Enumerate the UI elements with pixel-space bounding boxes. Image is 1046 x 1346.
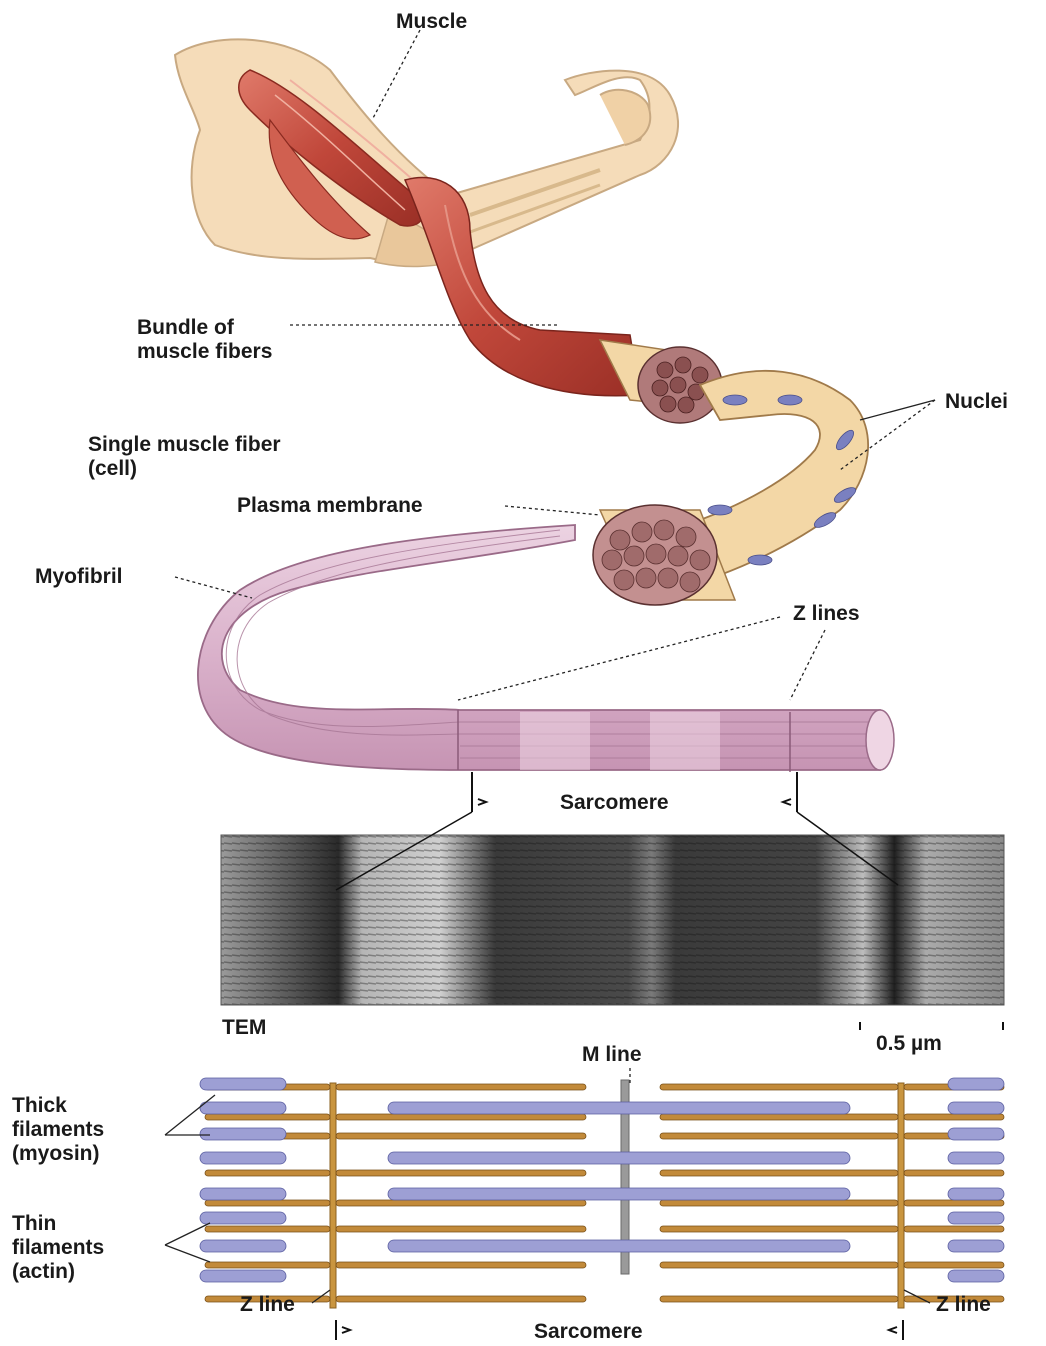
thin-filament	[205, 1262, 330, 1268]
label-sarcomere-bottom: Sarcomere	[534, 1320, 643, 1344]
label-single-fiber-line2: (cell)	[88, 457, 137, 481]
thin-filament	[660, 1114, 898, 1120]
thin-filament	[904, 1170, 1004, 1176]
label-plasma-membrane: Plasma membrane	[237, 494, 423, 518]
thick-filaments	[200, 1078, 1004, 1282]
tem-micrograph	[221, 835, 1004, 1005]
label-thick-line1: Thick	[12, 1094, 67, 1118]
thin-filament	[205, 1170, 330, 1176]
label-z-line-right: Z line	[936, 1293, 991, 1317]
thick-filament	[388, 1240, 850, 1252]
label-myofibril: Myofibril	[35, 565, 123, 589]
label-scale-bar: 0.5 µm	[876, 1032, 942, 1056]
thick-filament	[948, 1078, 1004, 1090]
thin-filament	[336, 1296, 586, 1302]
label-thick-line3: (myosin)	[12, 1142, 100, 1166]
thin-filament	[660, 1200, 898, 1206]
label-tem: TEM	[222, 1016, 266, 1040]
thick-filament	[200, 1188, 286, 1200]
label-single-fiber-line1: Single muscle fiber	[88, 433, 281, 457]
thin-filament	[336, 1200, 586, 1206]
thin-filament	[336, 1170, 586, 1176]
thick-filament	[948, 1102, 1004, 1114]
label-bundle-line1: Bundle of	[137, 316, 234, 340]
thick-filament	[388, 1102, 850, 1114]
label-bundle-line2: muscle fibers	[137, 340, 272, 364]
thick-filament	[948, 1240, 1004, 1252]
thin-filament	[660, 1262, 898, 1268]
label-nuclei: Nuclei	[945, 390, 1008, 414]
thick-filament	[948, 1128, 1004, 1140]
scale-bar	[860, 1022, 1003, 1030]
muscle-fiber	[593, 371, 868, 605]
muscle-bundle	[405, 177, 725, 423]
thin-filament	[336, 1114, 586, 1120]
thick-filament	[200, 1078, 286, 1090]
thick-filament	[200, 1270, 286, 1282]
label-m-line: M line	[582, 1043, 642, 1067]
thin-filament	[904, 1200, 1004, 1206]
label-z-lines: Z lines	[793, 602, 860, 626]
thick-filament	[200, 1128, 286, 1140]
thin-filament	[660, 1170, 898, 1176]
myofibril	[198, 525, 894, 772]
thin-filament	[205, 1226, 330, 1232]
thick-filament	[388, 1152, 850, 1164]
thin-filament	[660, 1296, 898, 1302]
thick-filament	[948, 1270, 1004, 1282]
label-thin-line3: (actin)	[12, 1260, 75, 1284]
thin-filament	[660, 1226, 898, 1232]
thin-filament	[336, 1226, 586, 1232]
thick-filament	[200, 1212, 286, 1224]
thin-filament	[660, 1084, 898, 1090]
thick-filament	[948, 1212, 1004, 1224]
thick-filament	[200, 1152, 286, 1164]
label-thin-line1: Thin	[12, 1212, 56, 1236]
thin-filament	[904, 1262, 1004, 1268]
thin-filament	[336, 1084, 586, 1090]
label-z-line-left: Z line	[240, 1293, 295, 1317]
thin-filament	[660, 1133, 898, 1139]
thick-filament	[948, 1152, 1004, 1164]
thick-filament	[388, 1188, 850, 1200]
label-sarcomere-top: Sarcomere	[560, 791, 669, 815]
label-muscle: Muscle	[396, 10, 467, 34]
thick-filament	[948, 1188, 1004, 1200]
thin-filament	[205, 1114, 330, 1120]
thin-filament	[336, 1262, 586, 1268]
thin-filament	[904, 1226, 1004, 1232]
label-thin-line2: filaments	[12, 1236, 104, 1260]
thin-filament	[205, 1200, 330, 1206]
thin-filament	[904, 1114, 1004, 1120]
label-thick-line2: filaments	[12, 1118, 104, 1142]
thick-filament	[200, 1102, 286, 1114]
thick-filament	[200, 1240, 286, 1252]
nuclei-leader-solid	[860, 400, 935, 420]
thin-filament	[336, 1133, 586, 1139]
